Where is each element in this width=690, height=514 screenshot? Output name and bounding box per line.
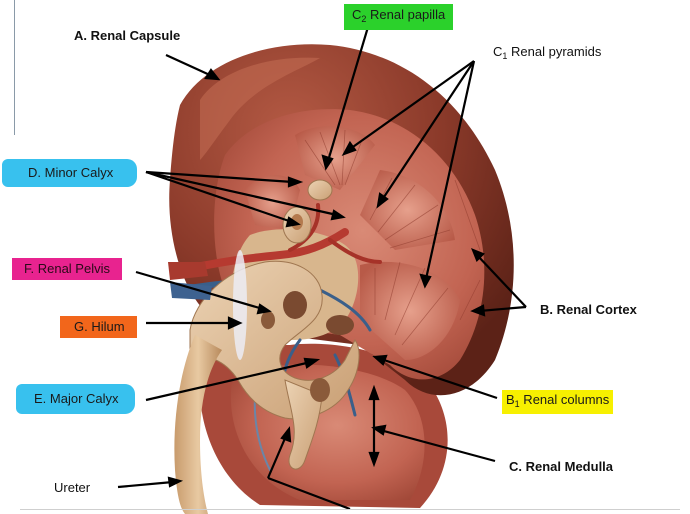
vessel-stub-artery: [168, 262, 208, 280]
renal-columns-prefix: B: [506, 392, 515, 407]
capsule-highlight: [200, 57, 320, 160]
label-renal-medulla: C. Renal Medulla: [509, 459, 614, 474]
renal-papilla-sub: 2: [361, 14, 367, 24]
pyramid-upper: [295, 126, 375, 190]
ureter-shape: [174, 335, 222, 514]
label-ureter: Ureter: [54, 480, 91, 495]
pelvis-hole-2: [261, 311, 275, 329]
label-renal-capsule: A. Renal Capsule: [74, 28, 181, 43]
minor-calyx-cup-1-hole: [291, 214, 303, 230]
renal-papilla-text: Renal papilla: [366, 7, 446, 22]
renal-columns-text: Renal columns: [519, 392, 610, 407]
vessel-stub-vein: [170, 282, 212, 300]
label-minor-calyx: D. Minor Calyx: [2, 159, 138, 187]
pelvis-hole-1: [283, 291, 307, 319]
pyramid-right-upper: [360, 170, 455, 250]
major-calyx-lower: [284, 379, 323, 470]
renal-pyramids-prefix: C: [493, 44, 503, 59]
bottom-divider: [20, 509, 680, 510]
renal-pyramids-text: Renal pyramids: [507, 44, 602, 59]
pyramid-right-lower: [360, 261, 460, 360]
label-major-calyx: E. Major Calyx: [16, 384, 135, 414]
label-renal-pyramids: C1 Renal pyramids: [493, 44, 601, 64]
annotation-arrows: [117, 26, 527, 511]
renal-papilla-prefix: C: [352, 7, 362, 22]
pyramid-striations: [304, 129, 481, 346]
label-renal-cortex: B. Renal Cortex: [540, 302, 637, 317]
left-edge-line: [14, 0, 15, 135]
label-hilum: G. Hilum: [60, 316, 137, 338]
renal-pyramids-sub: 1: [502, 51, 508, 61]
label-renal-pelvis: F. Renal Pelvis: [12, 258, 122, 280]
label-renal-papilla: C2 Renal papilla: [344, 4, 454, 30]
renal-columns-sub: 1: [514, 399, 520, 409]
label-renal-columns: B1 Renal columns: [502, 390, 614, 414]
pelvis-hole-3: [326, 315, 354, 335]
minor-calyx-cup-2: [307, 179, 333, 201]
hilum-marker: [233, 250, 247, 360]
lower-calyx-cup: [310, 378, 330, 402]
